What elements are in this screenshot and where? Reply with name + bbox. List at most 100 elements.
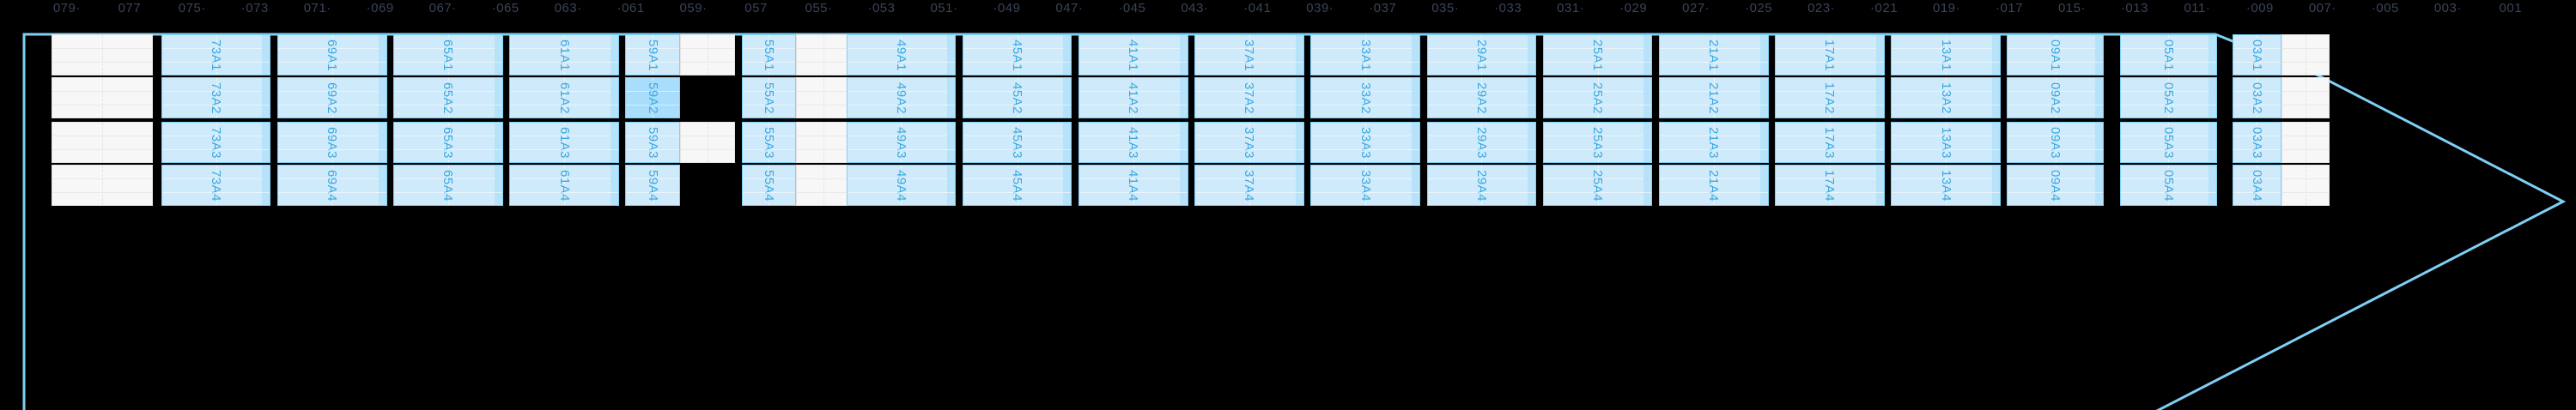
cell-label: 49A1 xyxy=(893,39,908,71)
container-cell-45A4[interactable]: 45A4 xyxy=(962,165,1072,206)
container-cell-25A2[interactable]: 25A2 xyxy=(1542,77,1653,118)
container-cell-65A4[interactable]: 65A4 xyxy=(393,165,503,206)
empty-slot-cell[interactable] xyxy=(796,122,852,163)
container-cell-49A2[interactable]: 49A2 xyxy=(846,77,957,118)
container-cell-37A1[interactable]: 37A1 xyxy=(1194,34,1304,75)
container-cell-13A2[interactable]: 13A2 xyxy=(1891,77,2001,118)
container-cell-49A1[interactable]: 49A1 xyxy=(846,34,957,75)
container-cell-25A3[interactable]: 25A3 xyxy=(1542,122,1653,163)
container-cell-69A4[interactable]: 69A4 xyxy=(276,165,387,206)
container-cell-17A1[interactable]: 17A1 xyxy=(1775,34,1885,75)
empty-slot-cell[interactable] xyxy=(680,122,736,163)
empty-slot-cell[interactable] xyxy=(796,165,852,206)
container-cell-61A4[interactable]: 61A4 xyxy=(509,165,619,206)
container-cell-55A1[interactable]: 55A1 xyxy=(741,34,797,75)
container-cell-59A4[interactable]: 59A4 xyxy=(625,165,681,206)
container-cell-45A3[interactable]: 45A3 xyxy=(962,122,1072,163)
container-cell-41A1[interactable]: 41A1 xyxy=(1078,34,1188,75)
bay-row: 45A1 xyxy=(962,34,1072,75)
container-cell-49A3[interactable]: 49A3 xyxy=(846,122,957,163)
empty-slot-cell[interactable] xyxy=(2281,77,2330,118)
container-cell-05A1[interactable]: 05A1 xyxy=(2119,34,2217,75)
empty-cell[interactable] xyxy=(52,165,154,206)
container-cell-17A2[interactable]: 17A2 xyxy=(1775,77,1885,118)
container-cell-09A3[interactable]: 09A3 xyxy=(2007,122,2105,163)
empty-slot-cell[interactable] xyxy=(796,34,852,75)
container-cell-03A2[interactable]: 03A2 xyxy=(2233,77,2281,118)
bay-tick-059: 059· xyxy=(679,1,708,15)
empty-slot-cell[interactable] xyxy=(796,77,852,118)
empty-slot-cell[interactable] xyxy=(2281,165,2330,206)
bay-row: 49A2 xyxy=(846,77,957,118)
container-cell-03A3[interactable]: 03A3 xyxy=(2233,122,2281,163)
container-cell-55A2[interactable]: 55A2 xyxy=(741,77,797,118)
container-cell-73A3[interactable]: 73A3 xyxy=(161,122,271,163)
empty-slot-cell[interactable] xyxy=(2281,34,2330,75)
empty-slot-cell[interactable] xyxy=(680,34,736,75)
container-cell-73A4[interactable]: 73A4 xyxy=(161,165,271,206)
container-cell-21A4[interactable]: 21A4 xyxy=(1658,165,1769,206)
cell-label: 61A4 xyxy=(556,169,572,202)
container-cell-33A3[interactable]: 33A3 xyxy=(1310,122,1421,163)
cell-centerline xyxy=(564,35,566,75)
container-cell-59A3[interactable]: 59A3 xyxy=(625,122,681,163)
container-cell-65A3[interactable]: 65A3 xyxy=(393,122,503,163)
container-cell-13A4[interactable]: 13A4 xyxy=(1891,165,2001,206)
container-cell-09A2[interactable]: 09A2 xyxy=(2007,77,2105,118)
container-cell-37A3[interactable]: 37A3 xyxy=(1194,122,1304,163)
container-cell-37A4[interactable]: 37A4 xyxy=(1194,165,1304,206)
container-cell-59A2[interactable]: 59A2 xyxy=(625,77,681,118)
container-cell-09A1[interactable]: 09A1 xyxy=(2007,34,2105,75)
empty-slot-cell[interactable] xyxy=(2281,122,2330,163)
container-cell-45A2[interactable]: 45A2 xyxy=(962,77,1072,118)
container-cell-41A4[interactable]: 41A4 xyxy=(1078,165,1188,206)
container-cell-21A2[interactable]: 21A2 xyxy=(1658,77,1769,118)
container-cell-69A1[interactable]: 69A1 xyxy=(276,34,387,75)
container-cell-37A2[interactable]: 37A2 xyxy=(1194,77,1304,118)
container-cell-03A1[interactable]: 03A1 xyxy=(2233,34,2281,75)
container-cell-61A2[interactable]: 61A2 xyxy=(509,77,619,118)
container-cell-49A4[interactable]: 49A4 xyxy=(846,165,957,206)
cell-centerline xyxy=(1829,78,1831,118)
container-cell-25A4[interactable]: 25A4 xyxy=(1542,165,1653,206)
container-cell-05A4[interactable]: 05A4 xyxy=(2119,165,2217,206)
container-cell-69A2[interactable]: 69A2 xyxy=(276,77,387,118)
container-cell-69A3[interactable]: 69A3 xyxy=(276,122,387,163)
container-cell-13A3[interactable]: 13A3 xyxy=(1891,122,2001,163)
container-cell-33A1[interactable]: 33A1 xyxy=(1310,34,1421,75)
container-cell-17A4[interactable]: 17A4 xyxy=(1775,165,1885,206)
container-cell-21A3[interactable]: 21A3 xyxy=(1658,122,1769,163)
cell-edge-accent xyxy=(1991,78,2000,118)
container-cell-29A2[interactable]: 29A2 xyxy=(1426,77,1537,118)
container-cell-29A4[interactable]: 29A4 xyxy=(1426,165,1537,206)
empty-cell[interactable] xyxy=(52,122,154,163)
container-cell-45A1[interactable]: 45A1 xyxy=(962,34,1072,75)
container-cell-17A3[interactable]: 17A3 xyxy=(1775,122,1885,163)
container-cell-25A1[interactable]: 25A1 xyxy=(1542,34,1653,75)
empty-cell[interactable] xyxy=(52,77,154,118)
container-cell-73A2[interactable]: 73A2 xyxy=(161,77,271,118)
empty-cell[interactable] xyxy=(52,34,154,75)
container-cell-33A2[interactable]: 33A2 xyxy=(1310,77,1421,118)
bay-row: 29A3 xyxy=(1426,122,1537,163)
container-cell-41A2[interactable]: 41A2 xyxy=(1078,77,1188,118)
container-cell-29A3[interactable]: 29A3 xyxy=(1426,122,1537,163)
container-cell-55A4[interactable]: 55A4 xyxy=(741,165,797,206)
container-cell-59A1[interactable]: 59A1 xyxy=(625,34,681,75)
container-cell-55A3[interactable]: 55A3 xyxy=(741,122,797,163)
container-cell-09A4[interactable]: 09A4 xyxy=(2007,165,2105,206)
container-cell-05A3[interactable]: 05A3 xyxy=(2119,122,2217,163)
container-cell-29A1[interactable]: 29A1 xyxy=(1426,34,1537,75)
container-cell-33A4[interactable]: 33A4 xyxy=(1310,165,1421,206)
bay-row: 45A4 xyxy=(962,165,1072,206)
container-cell-41A3[interactable]: 41A3 xyxy=(1078,122,1188,163)
container-cell-65A2[interactable]: 65A2 xyxy=(393,77,503,118)
container-cell-13A1[interactable]: 13A1 xyxy=(1891,34,2001,75)
container-cell-05A2[interactable]: 05A2 xyxy=(2119,77,2217,118)
container-cell-61A3[interactable]: 61A3 xyxy=(509,122,619,163)
container-cell-65A1[interactable]: 65A1 xyxy=(393,34,503,75)
container-cell-61A1[interactable]: 61A1 xyxy=(509,34,619,75)
container-cell-21A1[interactable]: 21A1 xyxy=(1658,34,1769,75)
container-cell-03A4[interactable]: 03A4 xyxy=(2233,165,2281,206)
container-cell-73A1[interactable]: 73A1 xyxy=(161,34,271,75)
